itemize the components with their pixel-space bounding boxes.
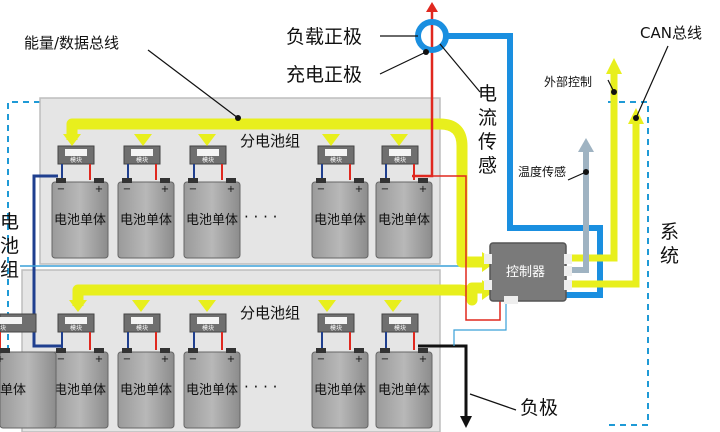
bottom-module-3: 模块 bbox=[317, 313, 355, 333]
bottom-cell-2: − + 电池单体 bbox=[183, 348, 241, 429]
bottom-module-4: 模块 bbox=[381, 313, 419, 333]
bottom-module-tag-2: 模块 bbox=[202, 324, 214, 332]
top-module-1: 模块 bbox=[123, 145, 161, 165]
bottom-module-tag-4: 模块 bbox=[394, 324, 406, 332]
top-module-tag-2: 模块 bbox=[202, 156, 214, 164]
svg-text:+: + bbox=[227, 354, 235, 365]
can-bus-line bbox=[572, 122, 640, 288]
load-positive-label: 负载正极 bbox=[286, 26, 362, 48]
top-module-tag-1: 模块 bbox=[136, 156, 148, 164]
bottom-cell-label-2: 电池单体 bbox=[186, 383, 238, 398]
negative-label: 负极 bbox=[520, 397, 558, 419]
svg-text:−: − bbox=[57, 184, 65, 195]
svg-text:+: + bbox=[95, 354, 103, 365]
system-boundary bbox=[7, 101, 649, 426]
temperature-line bbox=[572, 150, 589, 273]
top-cell-label-2: 电池单体 bbox=[186, 213, 238, 228]
bottom-module-tag-0: 模块 bbox=[70, 324, 82, 332]
controller-label: 控制器 bbox=[506, 265, 545, 280]
top-cell-3: − + 电池单体 bbox=[311, 178, 369, 259]
current-sense-line bbox=[446, 33, 603, 298]
bottom-cell-1: − + 电池单体 bbox=[117, 348, 175, 429]
top-module-4: 模块 bbox=[381, 145, 419, 165]
leader-lines bbox=[147, 35, 669, 411]
negative-line bbox=[418, 344, 468, 418]
top-ellipsis: · · · · bbox=[244, 208, 277, 226]
svg-text:+: + bbox=[161, 354, 169, 365]
top-cell-0: − + 电池单体 bbox=[51, 178, 109, 259]
battery-pack-label: 电 池 组 bbox=[0, 211, 25, 281]
svg-text:+: + bbox=[95, 184, 103, 195]
bottom-cell-row: 模块−+电池单体模块−+电池单体模块−+电池单体模块−+电池单体模块−+电池单体… bbox=[0, 313, 433, 429]
can-bus-label: CAN总线 bbox=[640, 24, 702, 42]
bottom-cell-label-0: 电池单体 bbox=[54, 383, 106, 398]
temperature-sensing-label: 温度传感 bbox=[518, 164, 566, 179]
svg-text:−: − bbox=[381, 354, 389, 365]
pack-link-line bbox=[32, 174, 62, 348]
svg-text:−: − bbox=[57, 354, 65, 365]
current-sensing-label: 电 流 传 感 bbox=[478, 83, 503, 177]
top-cell-label-4: 电池单体 bbox=[378, 213, 430, 228]
bottom-cell-label-1: 电池单体 bbox=[120, 383, 172, 398]
svg-text:+: + bbox=[419, 354, 427, 365]
top-cell-1: − + 电池单体 bbox=[117, 178, 175, 259]
top-module-tag-4: 模块 bbox=[394, 156, 406, 164]
bottom-module-0: 模块 bbox=[57, 313, 95, 333]
svg-text:+: + bbox=[355, 184, 363, 195]
svg-text:−: − bbox=[189, 354, 197, 365]
external-control-label: 外部控制 bbox=[544, 74, 592, 89]
top-cell-label-3: 电池单体 bbox=[314, 213, 366, 228]
bottom-module-2: 模块 bbox=[189, 313, 227, 333]
bottom-module-1: 模块 bbox=[123, 313, 161, 333]
svg-text:−: − bbox=[381, 184, 389, 195]
top-cell-4: − + 电池单体 bbox=[375, 178, 433, 259]
top-cell-row: 模块 − + 电池单体 模块 − + 电池单体 模块 − + 电池单体 模块 − + 电池单体 模块 − + 电池单体 bbox=[51, 145, 433, 259]
top-module-tag-3: 模块 bbox=[330, 156, 342, 164]
bottom-module-5: 模块 bbox=[0, 313, 37, 333]
system-label: 系 统 bbox=[660, 221, 685, 267]
top-module-tag-0: 模块 bbox=[70, 156, 82, 164]
svg-text:+: + bbox=[161, 184, 169, 195]
bus-drops-top bbox=[63, 134, 408, 146]
svg-text:+: + bbox=[0, 354, 4, 365]
bottom-cell-label-3: 电池单体 bbox=[314, 383, 366, 398]
charge-positive-label: 充电正极 bbox=[286, 64, 362, 86]
energy-bus-top bbox=[66, 118, 482, 268]
bottom-module-tag-3: 模块 bbox=[330, 324, 342, 332]
bottom-cell-4: − + 电池单体 bbox=[375, 348, 433, 429]
svg-text:−: − bbox=[0, 354, 4, 365]
sub-pack-bottom-label: 分电池组 bbox=[240, 304, 300, 322]
svg-text:−: − bbox=[317, 184, 325, 195]
top-cell-2: − + 电池单体 bbox=[183, 178, 241, 259]
bottom-cell-label-5: 电池单体 bbox=[0, 383, 26, 398]
svg-text:+: + bbox=[419, 184, 427, 195]
bottom-ellipsis: · · · · bbox=[244, 378, 277, 396]
bottom-module-tag-1: 模块 bbox=[136, 324, 148, 332]
svg-text:−: − bbox=[123, 354, 131, 365]
bus-drops-bottom bbox=[69, 300, 402, 312]
sub-pack-top-label: 分电池组 bbox=[240, 132, 300, 150]
bottom-cell-label-4: 电池单体 bbox=[378, 383, 430, 398]
bottom-cell-3: − + 电池单体 bbox=[311, 348, 369, 429]
energy-data-bus-label: 能量/数据总线 bbox=[24, 34, 119, 52]
top-module-2: 模块 bbox=[189, 145, 227, 165]
svg-text:−: − bbox=[123, 184, 131, 195]
positive-line-sense bbox=[432, 175, 501, 321]
top-cell-label-1: 电池单体 bbox=[120, 213, 172, 228]
svg-text:−: − bbox=[317, 354, 325, 365]
bottom-cell-0: − + 电池单体 bbox=[51, 348, 109, 429]
top-module-3: 模块 bbox=[317, 145, 355, 165]
svg-text:+: + bbox=[227, 184, 235, 195]
svg-text:+: + bbox=[355, 354, 363, 365]
top-cell-label-0: 电池单体 bbox=[54, 213, 106, 228]
bottom-module-tag-5: 模块 bbox=[0, 324, 6, 332]
svg-text:−: − bbox=[189, 184, 197, 195]
energy-bus-bottom bbox=[72, 282, 482, 306]
bottom-cell-5: −+ 电池单体 bbox=[0, 348, 57, 429]
top-module-0: 模块 bbox=[57, 145, 95, 165]
